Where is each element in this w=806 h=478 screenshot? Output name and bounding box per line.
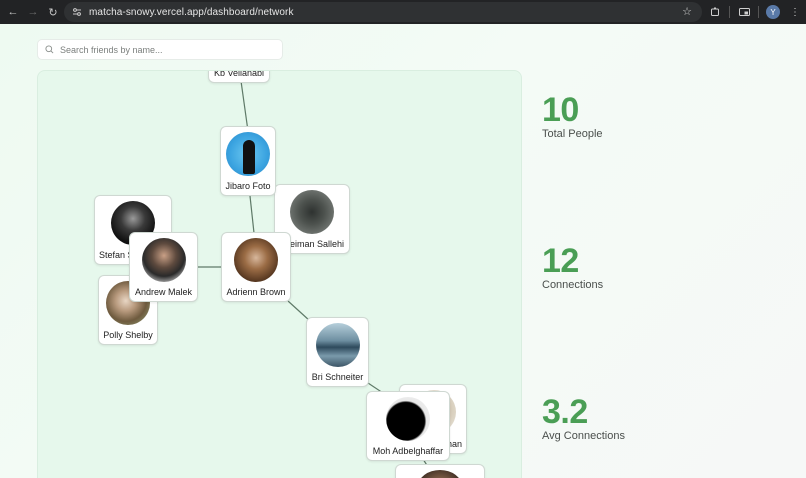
network-dashboard: Kb Vellanabi Stefan S Polly Shelby eiman… bbox=[0, 24, 806, 478]
person-node[interactable]: Andrew Malek bbox=[129, 232, 198, 302]
avatar bbox=[418, 470, 462, 478]
person-name: eiman Sallehi bbox=[289, 239, 344, 249]
person-name: Polly Shelby bbox=[103, 330, 153, 340]
person-node[interactable]: Bri Schneiter bbox=[306, 317, 369, 387]
stat-label: Connections bbox=[542, 279, 604, 291]
person-node[interactable]: eiman Sallehi bbox=[274, 184, 350, 254]
stat-avg-connections: 3.2 Avg Connections bbox=[542, 393, 625, 442]
search-icon bbox=[38, 45, 60, 54]
person-name: Jibaro Foto bbox=[225, 181, 271, 191]
network-graph[interactable]: Kb Vellanabi Stefan S Polly Shelby eiman… bbox=[37, 70, 522, 478]
forward-button[interactable]: → bbox=[23, 0, 43, 24]
avatar bbox=[315, 323, 360, 367]
person-name: Andrew Malek bbox=[134, 287, 193, 297]
site-settings-icon[interactable] bbox=[67, 2, 87, 22]
bookmark-star-icon[interactable]: ☆ bbox=[682, 6, 692, 18]
back-icon: ← bbox=[7, 6, 19, 18]
toolbar-divider bbox=[758, 6, 759, 18]
person-node[interactable] bbox=[395, 464, 485, 478]
person-node[interactable]: Moh Adbelghaffar bbox=[366, 391, 450, 461]
avatar: Y bbox=[766, 5, 780, 19]
browser-toolbar: ← → ↻ matcha-snowy.vercel.app/dashboard/… bbox=[0, 0, 806, 24]
stat-label: Total People bbox=[542, 128, 603, 140]
person-name: Bri Schneiter bbox=[311, 372, 364, 382]
stat-label: Avg Connections bbox=[542, 430, 625, 442]
search-input[interactable] bbox=[60, 44, 270, 55]
person-name: Adrienn Brown bbox=[226, 287, 286, 297]
avatar bbox=[290, 190, 334, 234]
reload-button[interactable]: ↻ bbox=[43, 0, 63, 24]
person-node[interactable]: Adrienn Brown bbox=[221, 232, 291, 302]
person-name: Kb Vellanabi bbox=[213, 70, 265, 78]
tab-search-icon[interactable] bbox=[733, 0, 755, 24]
avatar bbox=[234, 238, 278, 282]
stat-connections: 12 Connections bbox=[542, 242, 604, 291]
address-bar[interactable]: matcha-snowy.vercel.app/dashboard/networ… bbox=[64, 2, 702, 22]
menu-dots-icon[interactable]: ⋮ bbox=[790, 6, 800, 18]
avatar bbox=[226, 132, 270, 176]
stat-value: 3.2 bbox=[542, 393, 588, 431]
url-text[interactable]: matcha-snowy.vercel.app/dashboard/networ… bbox=[89, 6, 294, 18]
person-node[interactable]: Polly Shelby bbox=[98, 275, 158, 345]
stat-total-people: 10 Total People bbox=[542, 91, 603, 140]
toolbar-divider bbox=[729, 6, 730, 18]
stat-value: 12 bbox=[542, 242, 579, 280]
avatar bbox=[141, 238, 186, 282]
person-node[interactable]: Kb Vellanabi bbox=[208, 70, 270, 83]
profile-button[interactable]: Y bbox=[762, 0, 784, 24]
extensions-icon[interactable] bbox=[704, 0, 726, 24]
search-box[interactable] bbox=[37, 39, 283, 60]
back-button[interactable]: ← bbox=[3, 0, 23, 24]
forward-icon: → bbox=[27, 6, 39, 18]
stat-value: 10 bbox=[542, 91, 579, 129]
person-name: Stefan S bbox=[99, 250, 134, 260]
avatar bbox=[386, 397, 430, 441]
reload-icon: ↻ bbox=[48, 6, 58, 19]
person-node[interactable]: Jibaro Foto bbox=[220, 126, 276, 196]
person-name: Moh Adbelghaffar bbox=[372, 446, 444, 456]
